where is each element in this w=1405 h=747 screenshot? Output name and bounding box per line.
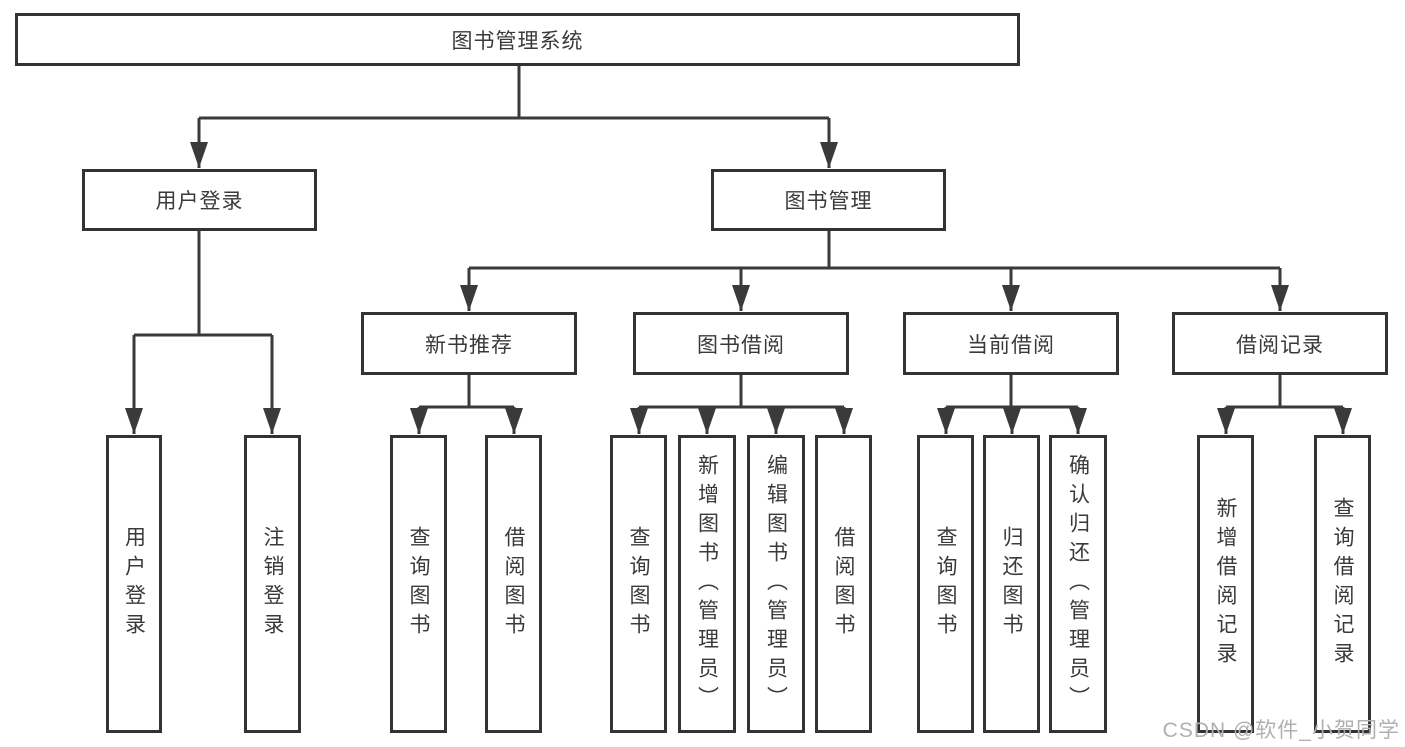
tree-branch-lines — [125, 66, 1352, 434]
node-root: 图书管理系统 — [15, 13, 1020, 66]
node-b-add-book: 新增图书（管理员） — [678, 435, 736, 733]
node-book-mgmt: 图书管理 — [711, 169, 946, 231]
node-b-query-book: 查询图书 — [610, 435, 667, 733]
node-logout: 注销登录 — [244, 435, 301, 733]
node-c-confirm-return: 确认归还（管理员） — [1049, 435, 1107, 733]
node-b-borrow-book: 借阅图书 — [815, 435, 872, 733]
node-c-return-book: 归还图书 — [983, 435, 1040, 733]
node-new-book-rec: 新书推荐 — [361, 312, 577, 375]
node-login: 用户登录 — [106, 435, 162, 733]
node-book-borrow: 图书借阅 — [633, 312, 849, 375]
node-a-borrow-book: 借阅图书 — [485, 435, 542, 733]
watermark: CSDN @软件_小贺同学 — [1162, 719, 1400, 742]
node-borrow-record: 借阅记录 — [1172, 312, 1388, 375]
node-d-add-record: 新增借阅记录 — [1197, 435, 1254, 733]
node-current-borrow: 当前借阅 — [903, 312, 1119, 375]
node-user-login: 用户登录 — [82, 169, 317, 231]
node-b-edit-book: 编辑图书（管理员） — [747, 435, 805, 733]
node-d-query-record: 查询借阅记录 — [1314, 435, 1371, 733]
node-a-query-book: 查询图书 — [390, 435, 447, 733]
node-c-query-book: 查询图书 — [917, 435, 974, 733]
